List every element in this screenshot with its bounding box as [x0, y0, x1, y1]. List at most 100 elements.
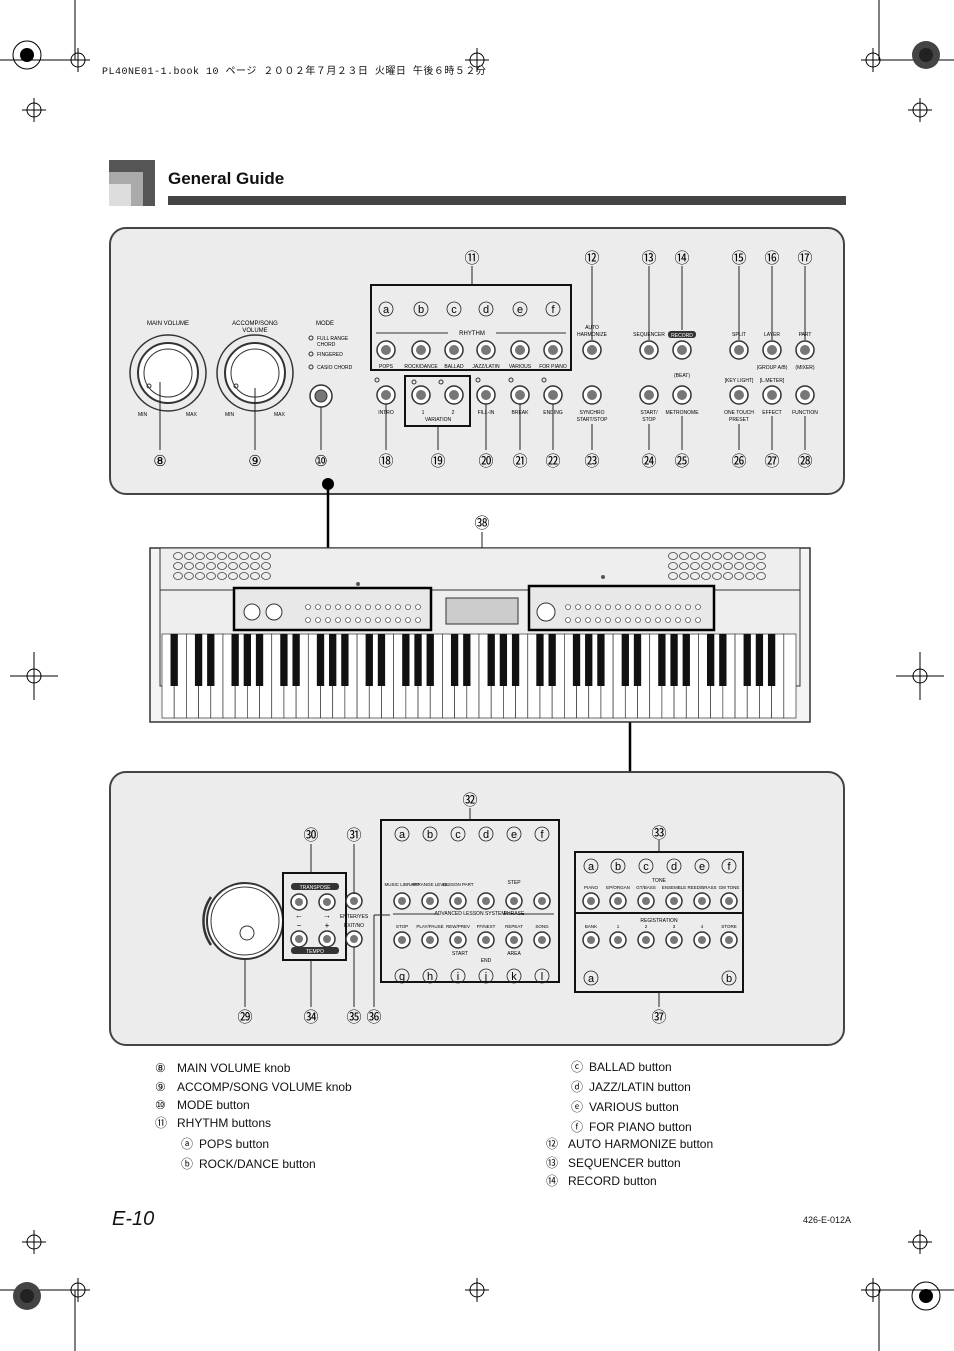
tone-button-label: GT/BASS	[636, 885, 656, 890]
svg-text:a: a	[399, 829, 406, 841]
lesson-top-button[interactable]	[533, 892, 551, 910]
section-tab-icon	[109, 160, 155, 206]
callout-33: ㉝	[651, 825, 666, 842]
lesson-bottom-button[interactable]	[505, 931, 523, 949]
keyboard-illustration: ㊳	[149, 515, 811, 723]
lesson-top-button[interactable]	[505, 892, 523, 910]
metronome-button[interactable]	[672, 385, 692, 405]
effect-button[interactable]	[762, 385, 782, 405]
svg-text:d: d	[483, 304, 489, 316]
tone-button[interactable]	[582, 892, 600, 910]
part-button[interactable]	[795, 340, 815, 360]
svg-text:f: f	[727, 861, 731, 873]
lesson-letter: l	[534, 968, 550, 984]
auto-harmonize-button[interactable]	[582, 340, 602, 360]
registration-button[interactable]	[720, 931, 738, 949]
lesson-top-button[interactable]	[421, 892, 439, 910]
registration-button-label: 4	[701, 924, 704, 929]
svg-text:d: d	[671, 861, 677, 873]
svg-text:SYNCHRO: SYNCHRO	[579, 410, 604, 416]
svg-text:(MIXER): (MIXER)	[795, 365, 815, 371]
sequencer-button[interactable]	[639, 340, 659, 360]
split-button[interactable]	[729, 340, 749, 360]
lesson-letter: e	[506, 826, 522, 842]
lesson-bottom-button[interactable]	[393, 931, 411, 949]
accomp-volume-knob[interactable]	[216, 334, 294, 412]
callout-16: ⑯	[764, 250, 779, 267]
callout-10: ⑩	[314, 453, 327, 470]
one-touch-preset-button[interactable]	[729, 385, 749, 405]
rhythm-button[interactable]	[444, 340, 464, 360]
transpose-down-button[interactable]	[290, 893, 308, 911]
svg-text:a: a	[383, 304, 390, 316]
tone-letter: c	[638, 858, 654, 874]
lesson-top-label: MUSIC LIBRARY	[385, 882, 420, 887]
tone-button[interactable]	[665, 892, 683, 910]
rhythm-button[interactable]	[411, 340, 431, 360]
layer-button[interactable]	[762, 340, 782, 360]
callout-35: ㉟	[346, 1009, 361, 1026]
main-volume-knob[interactable]	[129, 334, 207, 412]
intro-button[interactable]	[376, 385, 396, 405]
lesson-bottom-button[interactable]	[533, 931, 551, 949]
variation-1-button[interactable]	[411, 385, 431, 405]
callout-8: ⑧	[153, 453, 166, 470]
rhythm-button[interactable]	[476, 340, 496, 360]
mode-button[interactable]	[309, 384, 333, 408]
registration-button[interactable]	[582, 931, 600, 949]
ending-button[interactable]	[543, 385, 563, 405]
svg-text:←: ←	[295, 911, 303, 920]
fill-in-button[interactable]	[476, 385, 496, 405]
tone-button[interactable]	[637, 892, 655, 910]
lesson-bottom-button[interactable]	[449, 931, 467, 949]
lesson-top-button[interactable]	[393, 892, 411, 910]
tone-button[interactable]	[609, 892, 627, 910]
lesson-bottom-button[interactable]	[421, 931, 439, 949]
tone-button[interactable]	[720, 892, 738, 910]
lesson-letter: i	[450, 968, 466, 984]
section-title: General Guide	[168, 169, 285, 188]
svg-text:−: −	[297, 921, 302, 930]
registration-button[interactable]	[637, 931, 655, 949]
rhythm-button[interactable]	[510, 340, 530, 360]
svg-text:FULL RANGE: FULL RANGE	[317, 336, 349, 342]
lesson-bottom-button[interactable]	[477, 931, 495, 949]
svg-text:2: 2	[452, 410, 455, 416]
break-button[interactable]	[510, 385, 530, 405]
rhythm-button[interactable]	[543, 340, 563, 360]
tone-letter: b	[610, 858, 626, 874]
transpose-up-button[interactable]	[318, 893, 336, 911]
synchro-button[interactable]	[582, 385, 602, 405]
callout-12: ⑫	[584, 250, 599, 267]
tempo-down-button[interactable]	[290, 930, 308, 948]
tempo-up-button[interactable]	[318, 930, 336, 948]
svg-text:EFFECT: EFFECT	[762, 410, 781, 416]
lesson-letter: c	[450, 826, 466, 842]
callout-19: ⑲	[430, 453, 445, 470]
enter-yes-button[interactable]	[345, 892, 363, 910]
lesson-letter: d	[478, 826, 494, 842]
registration-button-label: 3	[673, 924, 676, 929]
svg-text:d: d	[483, 829, 489, 841]
svg-text:f: f	[540, 829, 544, 841]
lesson-letter: g	[394, 968, 410, 984]
registration-button[interactable]	[693, 931, 711, 949]
variation-2-button[interactable]	[444, 385, 464, 405]
callout-11: ⑪	[464, 250, 479, 267]
lesson-top-button[interactable]	[449, 892, 467, 910]
rhythm-button[interactable]	[376, 340, 396, 360]
callout-15: ⑮	[731, 250, 746, 267]
registration-button[interactable]	[609, 931, 627, 949]
svg-text:PHRASE: PHRASE	[504, 911, 525, 917]
start-stop-button[interactable]	[639, 385, 659, 405]
lesson-top-button[interactable]	[477, 892, 495, 910]
tone-letter: f	[721, 858, 737, 874]
function-button[interactable]	[795, 385, 815, 405]
exit-no-button[interactable]	[345, 930, 363, 948]
record-button[interactable]	[672, 340, 692, 360]
svg-text:[L.METER]: [L.METER]	[760, 378, 785, 384]
tone-letter: d	[666, 858, 682, 874]
tone-button[interactable]	[693, 892, 711, 910]
registration-button[interactable]	[665, 931, 683, 949]
rhythm-letter: f	[545, 301, 561, 317]
